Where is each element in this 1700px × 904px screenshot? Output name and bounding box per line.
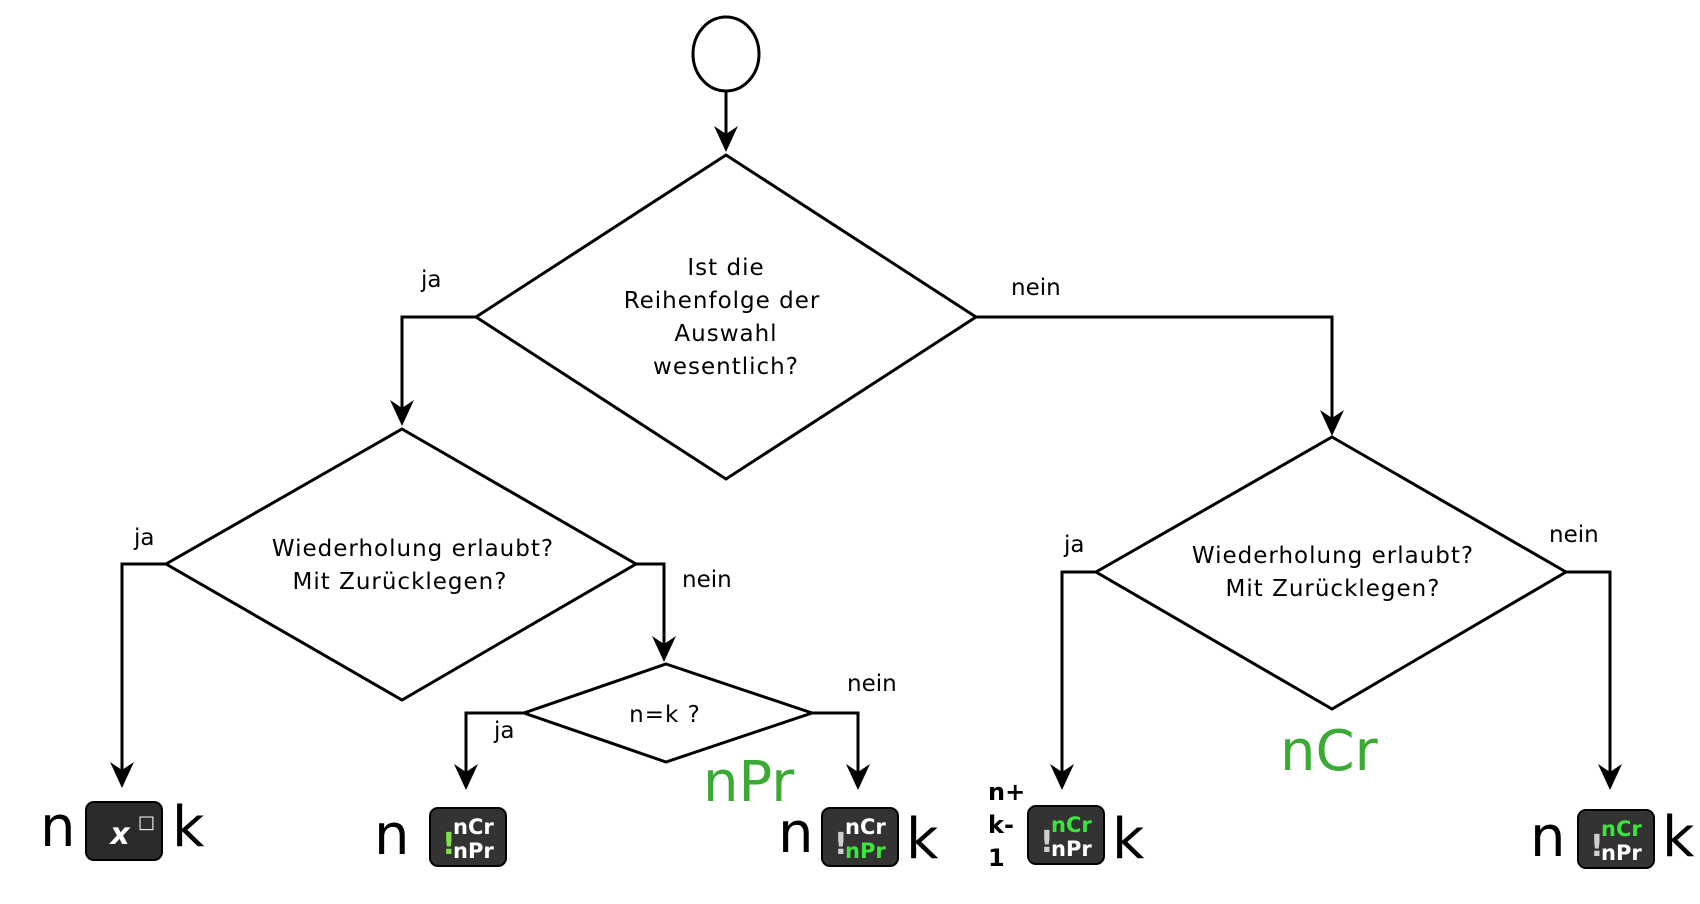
decision-repeat-right-line-2: Mit Zurücklegen?	[1226, 576, 1441, 602]
npr-key-top: nCr	[845, 815, 886, 839]
branch-label-order-nein: nein	[1011, 275, 1061, 301]
arrowhead	[652, 636, 676, 662]
connector-right-nein	[1566, 570, 1612, 776]
decision-order-line-3: Auswahl	[674, 321, 777, 347]
decision-order-line-2: Reihenfolge der	[624, 288, 821, 314]
ncr-key-left: ! nCr nPr	[1027, 805, 1105, 865]
branch-label-order-ja: ja	[420, 267, 441, 293]
branch-label-right-nein: nein	[1549, 522, 1599, 548]
result-variation-rep-k: k	[172, 795, 205, 860]
ncr-key-left-bang: !	[1040, 825, 1054, 860]
ncr-key-right-top: nCr	[1601, 817, 1642, 841]
ncr-key-right-bottom: nPr	[1601, 841, 1642, 865]
connector-nk-ja	[464, 711, 524, 776]
branch-label-nk-nein: nein	[847, 671, 897, 697]
branch-label-right-ja: ja	[1063, 532, 1084, 558]
result-combination-rep-k: k	[1112, 807, 1145, 872]
connector-left-nein	[636, 562, 666, 652]
arrowhead	[390, 400, 414, 426]
power-key-main: x	[108, 817, 131, 852]
npr-label: nPr	[703, 750, 795, 815]
arrowhead	[846, 764, 870, 790]
arrowhead	[714, 126, 738, 152]
decision-order-line-4: wesentlich?	[653, 354, 799, 380]
ncr-key-left-bottom: nPr	[1051, 837, 1092, 861]
arrowhead	[454, 764, 478, 790]
ncr-key-right: ! nCr nPr	[1577, 809, 1655, 869]
npr-key-bang: !	[834, 827, 848, 862]
ncr-key-left-top: nCr	[1051, 813, 1092, 837]
decision-n-equals-k-text: n=k ?	[629, 702, 701, 728]
result-combination-rep-line-3: 1	[988, 844, 1005, 872]
npr-key-bottom: nPr	[845, 839, 886, 863]
result-variation-rep-n: n	[40, 795, 76, 860]
arrowhead	[1050, 764, 1074, 790]
decision-repeat-left-diamond	[162, 427, 639, 702]
connectors	[120, 91, 1612, 778]
decision-order-line-1: Ist die	[687, 255, 764, 281]
start-node	[691, 15, 761, 93]
power-key: x □	[85, 801, 163, 861]
connector-nk-nein	[812, 711, 860, 776]
arrowhead	[1320, 410, 1344, 436]
result-combination-n: n	[1530, 805, 1566, 870]
ncr-label: nCr	[1280, 719, 1379, 784]
result-combination-k: k	[1662, 805, 1695, 870]
connector-right-ja	[1060, 570, 1096, 776]
branch-label-nk-ja: ja	[493, 718, 514, 744]
factorial-key-bang: !	[442, 827, 456, 862]
decision-n-equals-k-diamond	[519, 662, 817, 764]
decision-repeat-right-diamond	[1092, 435, 1569, 711]
result-combination-rep-line-2: k-	[988, 811, 1014, 839]
decision-repeat-left-line-1: Wiederholung erlaubt?	[272, 536, 554, 562]
branch-label-left-ja: ja	[133, 525, 154, 551]
branch-label-left-nein: nein	[682, 567, 732, 593]
decision-repeat-right-line-1: Wiederholung erlaubt?	[1192, 543, 1474, 569]
connector-order-nein	[976, 315, 1334, 428]
arrowheads	[110, 126, 1622, 790]
npr-key: ! nCr nPr	[821, 807, 899, 867]
result-permutation-n: n	[374, 803, 410, 868]
power-key-sup: □	[138, 812, 155, 833]
ncr-key-right-bang: !	[1590, 829, 1604, 864]
connector-order-ja	[400, 315, 476, 418]
arrowhead	[110, 762, 134, 788]
arrowhead	[1598, 764, 1622, 790]
decision-order-diamond	[473, 153, 979, 481]
result-combination-rep-line-1: n+	[988, 778, 1025, 806]
factorial-key-bottom: nPr	[453, 839, 494, 863]
connector-left-ja	[120, 562, 166, 778]
factorial-key-top: nCr	[453, 815, 494, 839]
decision-repeat-left-line-2: Mit Zurücklegen?	[293, 569, 508, 595]
factorial-key: ! nCr nPr	[429, 807, 507, 867]
result-variation-k: k	[906, 807, 939, 872]
result-variation-n: n	[778, 801, 814, 866]
